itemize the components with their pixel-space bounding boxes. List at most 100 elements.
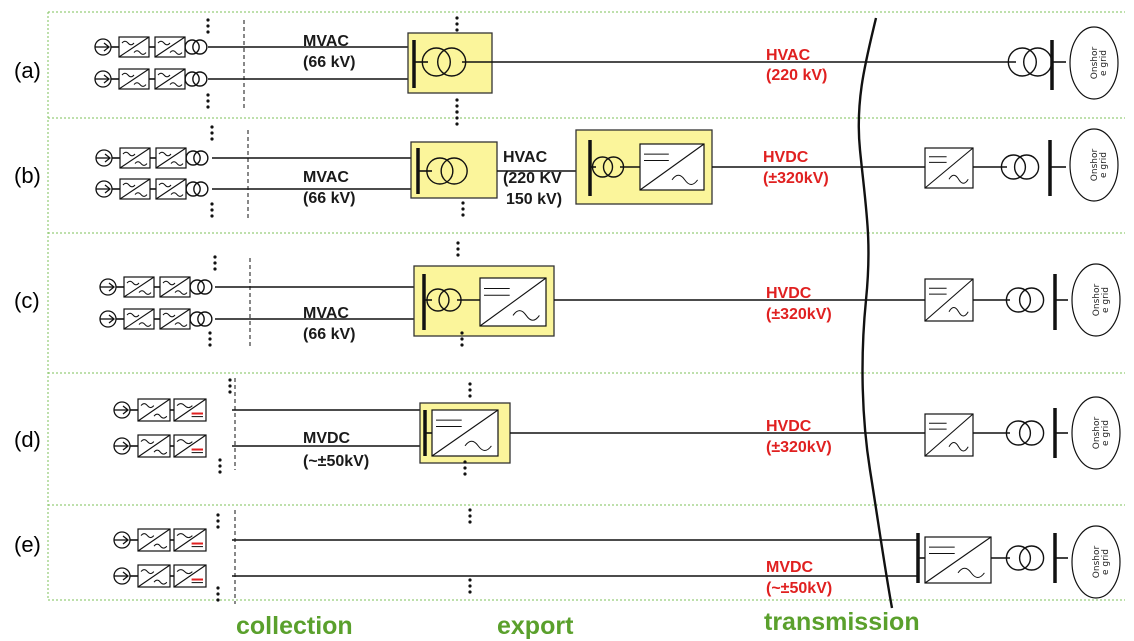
converter-wave <box>157 72 171 78</box>
row-d-dots-export-top <box>468 382 472 398</box>
onshore-ellipse <box>1069 26 1119 100</box>
row-borders <box>47 11 1125 601</box>
turbine-converter-icon <box>137 434 171 458</box>
converter-diagonal <box>924 147 974 189</box>
transformer-winding <box>426 288 450 312</box>
converter-diagonal <box>159 276 191 298</box>
converter-diagonal <box>173 528 207 552</box>
row-e-dots-export-bottom <box>468 578 472 594</box>
converter-diagonal <box>137 398 171 422</box>
transformer-winding <box>440 157 468 185</box>
wind-turbine-icon <box>113 401 131 419</box>
converter-wave <box>140 439 155 445</box>
wind-turbine-icon <box>113 437 131 455</box>
transformer-winding <box>193 150 209 166</box>
turbine-converter-icon <box>118 68 150 90</box>
dot <box>456 253 460 257</box>
converter-diagonal <box>173 434 207 458</box>
converter-diagonal <box>173 398 207 422</box>
row-e-dots-top <box>216 513 220 529</box>
onshore-ellipse <box>1071 263 1121 337</box>
converter-wave <box>671 174 699 185</box>
row-c-dots-export-bottom <box>460 331 464 347</box>
row-label-a: (a) <box>14 58 41 83</box>
turbine-transformer-icon <box>184 39 208 55</box>
row-c-transmission-label-2: (±320kV) <box>766 306 832 323</box>
transmission-boundary-curve <box>857 17 894 609</box>
row-a-dots-top <box>206 18 210 34</box>
row-d-collection-label-1: MVDC <box>303 430 351 447</box>
section-label-transmission: transmission <box>764 608 920 636</box>
onshore-label: e grid <box>1101 549 1111 575</box>
converter-wave <box>158 151 172 157</box>
dot <box>455 22 459 26</box>
turbine-arrow <box>122 405 130 415</box>
converter-wave <box>157 40 171 46</box>
converter-wave <box>170 161 184 166</box>
converter-wave <box>140 533 155 539</box>
dot <box>218 458 222 462</box>
dot <box>463 466 467 470</box>
converter-wave <box>174 322 188 327</box>
dot <box>460 331 464 335</box>
turbine-transformer-icon <box>189 311 213 327</box>
turbine-converter-icon <box>137 398 171 422</box>
row-c-offshore-converter <box>479 277 547 327</box>
row-d-onshore-transformer <box>1005 420 1045 446</box>
dot <box>210 137 214 141</box>
transformer-winding <box>185 181 201 197</box>
dot <box>456 241 460 245</box>
row-c-transmission-label-1: HVDC <box>766 285 812 302</box>
transformer-winding <box>184 71 200 87</box>
dot <box>210 208 214 212</box>
converter-wave <box>158 182 172 188</box>
converter-wave <box>176 439 193 445</box>
row-b-collector-substation <box>410 141 498 199</box>
dot <box>208 337 212 341</box>
converter-wave <box>948 307 969 317</box>
dot <box>460 337 464 341</box>
dot <box>468 382 472 386</box>
turbine-arrow <box>122 535 130 545</box>
transformer-winding <box>1013 154 1040 180</box>
row-label-d: (d) <box>14 427 41 452</box>
converter-wave <box>134 192 148 197</box>
row-b-dots-export-top <box>455 110 459 126</box>
row-d-transmission-label-1: HVDC <box>766 418 812 435</box>
row-d-offshore-converter <box>431 409 499 457</box>
converter-diagonal <box>119 178 151 200</box>
turbine-converter-icon <box>119 178 151 200</box>
turbine-arrow <box>122 441 130 451</box>
converter-wave <box>138 322 152 327</box>
dot <box>210 131 214 135</box>
converter-wave <box>121 72 135 78</box>
dot <box>468 520 472 524</box>
transformer-winding <box>426 157 454 185</box>
converter-wave <box>176 533 193 539</box>
converter-diagonal <box>155 147 187 169</box>
converter-wave <box>153 543 168 549</box>
wind-turbine-icon <box>113 531 131 549</box>
row-d-dots-bottom <box>218 458 222 474</box>
converter-wave <box>948 174 969 184</box>
row-b-dots-top <box>210 125 214 141</box>
row-d-transmission-label-2: (±320kV) <box>766 439 832 456</box>
transformer-winding <box>591 156 614 178</box>
turbine-dc-converter-icon <box>173 564 207 588</box>
dot <box>455 122 459 126</box>
row-b-collector-transformer <box>426 157 468 185</box>
converter-wave <box>133 82 147 87</box>
dot <box>461 213 465 217</box>
transformer-winding <box>421 47 451 77</box>
dot <box>210 125 214 129</box>
row-a-collection-label-2: (66 kV) <box>303 54 355 71</box>
converter-wave <box>140 403 155 409</box>
dot <box>468 394 472 398</box>
dot <box>455 16 459 20</box>
onshore-label: Onshor <box>1090 47 1100 80</box>
converter-diagonal <box>924 413 974 457</box>
wind-turbine-icon <box>99 310 117 328</box>
dot <box>210 202 214 206</box>
